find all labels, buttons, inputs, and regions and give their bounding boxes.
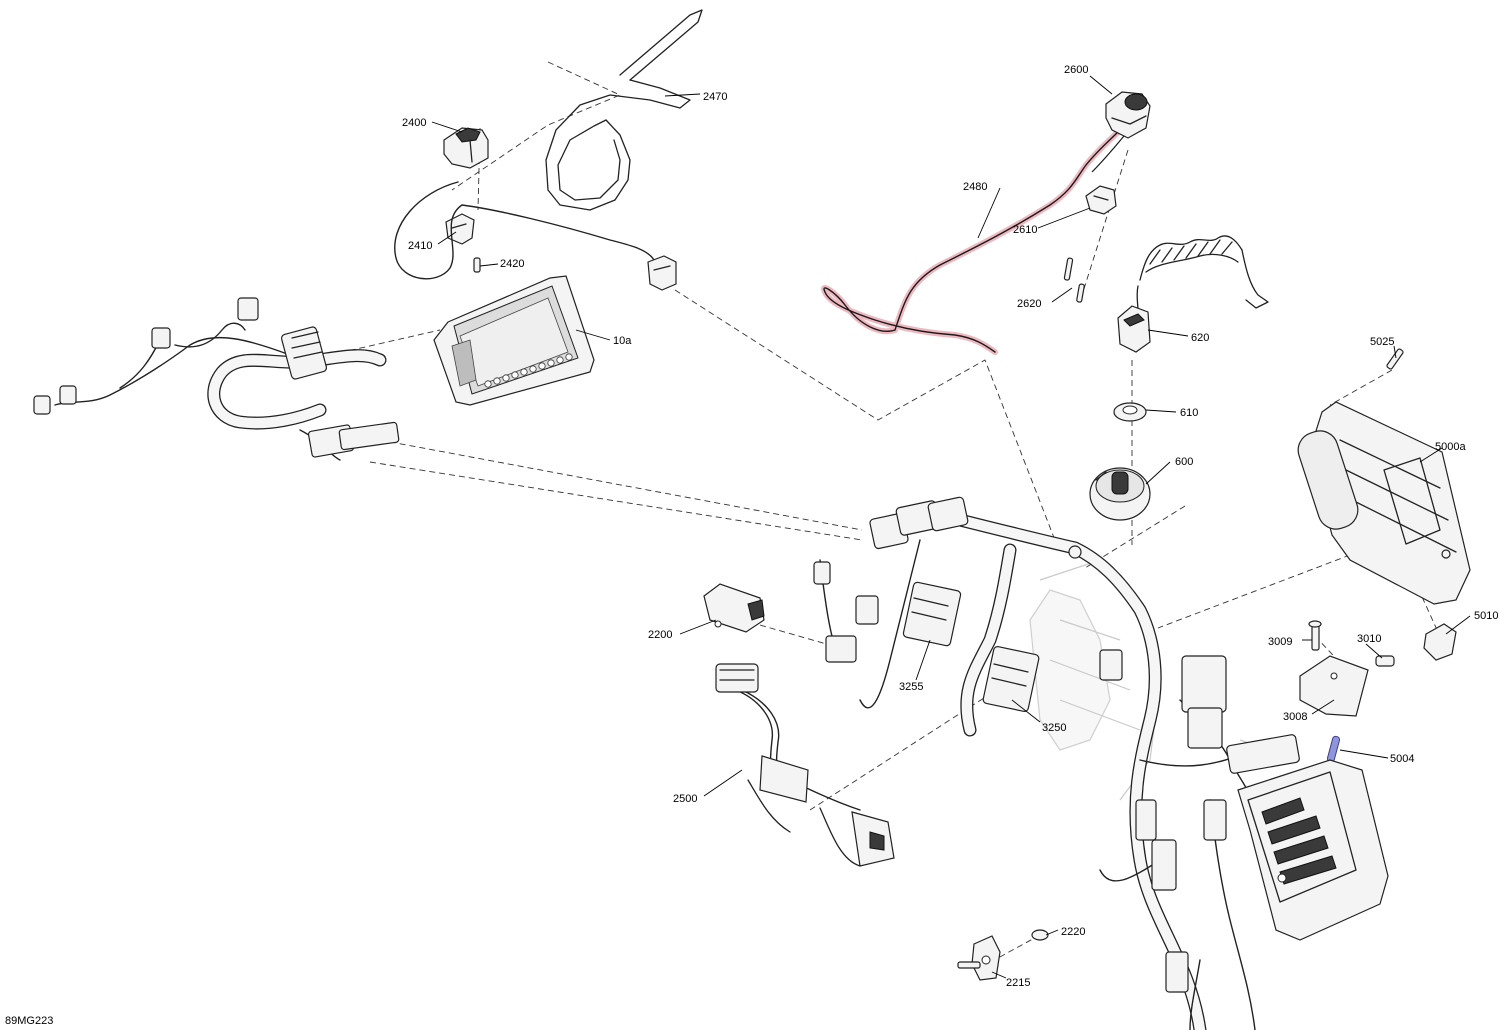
label-2600: 2600 — [1064, 64, 1088, 76]
label-3255: 3255 — [899, 681, 923, 693]
part-5025-bolt — [1386, 348, 1404, 370]
label-600: 600 — [1175, 456, 1193, 468]
gauge-buttons — [484, 353, 573, 388]
label-3009: 3009 — [1268, 636, 1292, 648]
part-2400-switch — [443, 127, 489, 169]
main-harness — [813, 496, 1300, 1030]
part-2220-grommet — [1031, 929, 1049, 941]
part-2600-connector — [1105, 91, 1151, 139]
part-600-switch-housing — [1089, 467, 1151, 521]
label-5004: 5004 — [1390, 753, 1414, 765]
label-2215: 2215 — [1006, 977, 1030, 989]
label-2620: 2620 — [1017, 298, 1041, 310]
label-2410: 2410 — [408, 240, 432, 252]
assembly-dashed-lines — [329, 61, 1439, 959]
left-sub-harness — [33, 297, 400, 461]
fuse-box-module — [1237, 759, 1389, 941]
label-2470: 2470 — [703, 91, 727, 103]
part-5004-pin — [1326, 735, 1341, 763]
drawing-id: 89MG223 — [5, 1015, 53, 1027]
label-3010: 3010 — [1357, 633, 1381, 645]
part-10a-gauge-cluster — [433, 275, 595, 406]
part-2470-wire-loop — [545, 9, 703, 211]
label-610: 610 — [1180, 407, 1198, 419]
label-2400: 2400 — [402, 117, 426, 129]
label-5000a: 5000a — [1435, 441, 1466, 453]
label-5025: 5025 — [1370, 336, 1394, 348]
part-2610-clip — [1085, 185, 1117, 215]
label-3008: 3008 — [1283, 711, 1307, 723]
label-2610: 2610 — [1013, 224, 1037, 236]
label-10a: 10a — [613, 335, 632, 347]
label-2500: 2500 — [673, 793, 697, 805]
part-labels: 2470 2400 2410 2420 10a 2600 2480 2610 2… — [402, 64, 1498, 989]
label-2480: 2480 — [963, 181, 987, 193]
part-5010-clip — [1423, 623, 1457, 661]
part-2620-screws — [1063, 257, 1085, 303]
part-3008-bracket — [1299, 655, 1369, 717]
part-2420-screw — [473, 257, 481, 273]
label-3250: 3250 — [1042, 722, 1066, 734]
part-2215-sensor — [957, 935, 1001, 981]
part-3010-bolt — [1375, 655, 1395, 667]
label-2200: 2200 — [648, 629, 672, 641]
part-2410-bracket — [445, 213, 475, 245]
wire-connector — [647, 255, 677, 291]
part-610-nut — [1113, 402, 1147, 422]
part-3009-screw — [1308, 620, 1322, 651]
label-620: 620 — [1191, 332, 1209, 344]
label-5010: 5010 — [1474, 610, 1498, 622]
callout-leaders — [431, 75, 1471, 979]
part-2200-sensor — [703, 583, 765, 633]
part-620-coil-lanyard — [1117, 235, 1269, 353]
label-2420: 2420 — [500, 258, 524, 270]
part-2400-wire — [394, 181, 656, 280]
part-2500-sub-harness — [715, 663, 895, 867]
label-2220: 2220 — [1061, 926, 1085, 938]
part-5000a-control-module — [1297, 401, 1471, 605]
part-2480-highlighted-wire — [821, 127, 1125, 355]
